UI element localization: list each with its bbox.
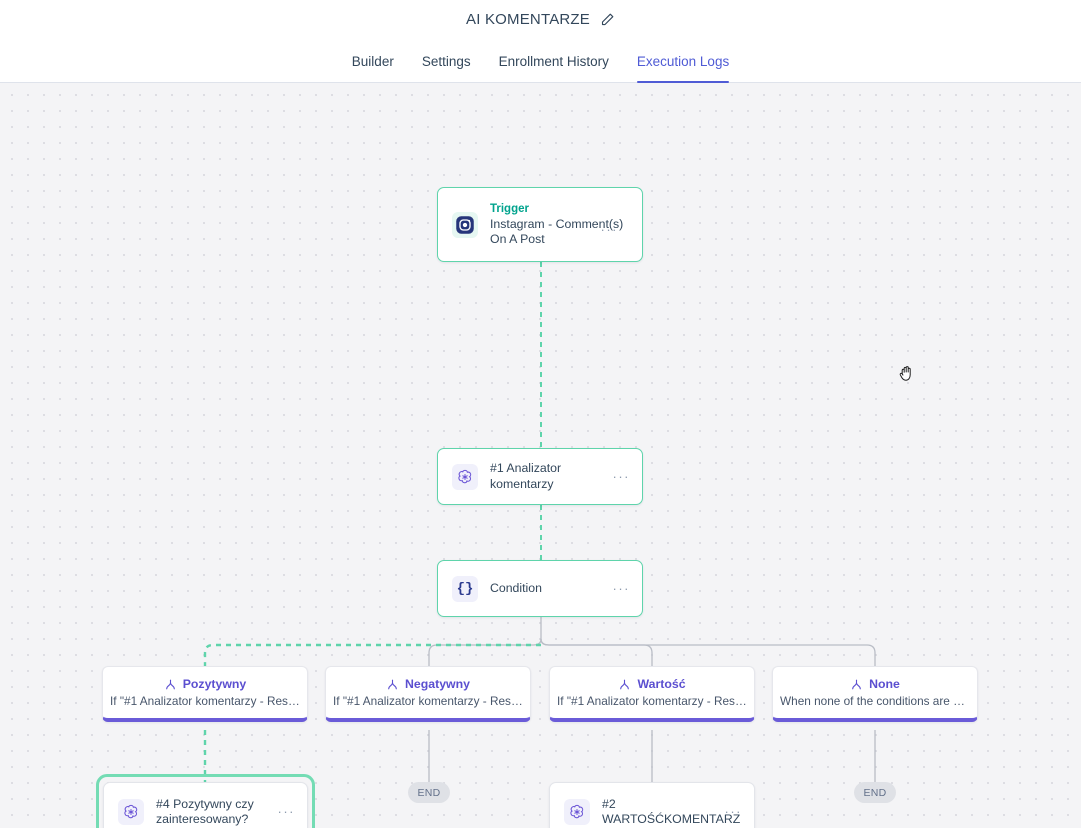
openai-icon	[452, 463, 478, 490]
branch-name: Pozytywny	[182, 677, 247, 691]
branch-head: Wartość	[618, 677, 686, 691]
grab-hand-cursor	[899, 364, 915, 382]
node-trigger-menu-icon[interactable]: ···	[600, 222, 618, 237]
tab-execution-logs[interactable]: Execution Logs	[623, 54, 743, 83]
branch-name: Wartość	[637, 677, 686, 691]
openai-icon	[564, 799, 590, 825]
node-analizator-komentarzy[interactable]: #1 Analizator komentarzy ···	[437, 448, 643, 505]
instagram-icon	[452, 211, 478, 238]
end-badge-none[interactable]: END	[854, 782, 896, 803]
branch-head: None	[850, 677, 900, 691]
node-trigger-text: Instagram - Comment(s) On A Post	[490, 216, 624, 247]
tab-enrollment-history[interactable]: Enrollment History	[498, 54, 609, 69]
branch-card-pozytywny[interactable]: Pozytywny If "#1 Analizator komentarzy -…	[102, 666, 308, 722]
app-header: AI KOMENTARZE	[0, 0, 1081, 38]
branch-card-negatywny[interactable]: Negatywny If "#1 Analizator komentarzy -…	[325, 666, 531, 722]
node-analizator-body: #1 Analizator komentarzy	[490, 461, 605, 492]
branch-head: Pozytywny	[164, 677, 247, 691]
node-trigger-kicker: Trigger	[490, 202, 529, 215]
branch-head: Negatywny	[386, 677, 470, 691]
branch-subtitle: If "#1 Analizator komentarzy - Respon…	[110, 694, 300, 708]
node-analizator-label: #1 Analizator komentarzy	[490, 461, 562, 491]
branch-subtitle: If "#1 Analizator komentarzy - Respon…	[333, 694, 523, 708]
branch-icon	[386, 678, 399, 691]
branch-icon	[618, 678, 631, 691]
title-wrap: AI KOMENTARZE	[466, 11, 615, 28]
end-badge-negatywny[interactable]: END	[408, 782, 450, 803]
node-condition-body: Condition	[490, 581, 605, 597]
openai-icon	[118, 799, 144, 825]
node-condition[interactable]: {} Condition ···	[437, 560, 643, 617]
workflow-canvas[interactable]: Trigger Instagram - Comment(s) On A Post…	[0, 83, 1081, 828]
branch-icon	[850, 678, 863, 691]
branch-icon	[164, 678, 177, 691]
branch-subtitle: If "#1 Analizator komentarzy - Respon…	[557, 694, 747, 708]
node-condition-label: Condition	[490, 580, 542, 595]
pencil-icon[interactable]	[600, 12, 615, 27]
tab-settings[interactable]: Settings	[421, 54, 471, 69]
branch-card-none[interactable]: None When none of the conditions are met	[772, 666, 978, 722]
node-trigger[interactable]: Trigger Instagram - Comment(s) On A Post…	[437, 187, 643, 262]
branch-card-wartosc[interactable]: Wartość If "#1 Analizator komentarzy - R…	[549, 666, 755, 722]
braces-icon: {}	[452, 575, 478, 602]
node-analizator-menu-icon[interactable]: ···	[612, 468, 630, 484]
tab-bar: Builder Settings Enrollment History Exec…	[0, 38, 1081, 83]
branch-name: None	[869, 677, 900, 691]
node-pozytywny-body: #4 Pozytywny czy zainteresowany?	[156, 797, 270, 828]
node-condition-menu-icon[interactable]: ···	[612, 580, 630, 596]
branch-subtitle: When none of the conditions are met	[780, 694, 970, 708]
node-pozytywny-menu-icon[interactable]: ···	[277, 804, 295, 819]
node-trigger-label: Instagram - Comment(s) On A Post	[490, 217, 634, 248]
branch-name: Negatywny	[405, 677, 470, 691]
tab-builder[interactable]: Builder	[351, 54, 394, 69]
node-wartosc-body: #2 WARTOŚĆKOMENTARZ	[602, 796, 741, 828]
node-pozytywny-czy-zainteresowany[interactable]: #4 Pozytywny czy zainteresowany? ···	[103, 782, 308, 828]
node-wartosc-label: #2 WARTOŚĆKOMENTARZ	[602, 796, 741, 827]
node-pozytywny-label: #4 Pozytywny czy zainteresowany?	[156, 796, 254, 827]
page-title: AI KOMENTARZE	[466, 10, 590, 28]
node-wartosc-menu-icon[interactable]: ···	[724, 804, 742, 819]
node-trigger-body: Trigger Instagram - Comment(s) On A Post	[490, 202, 634, 248]
node-wartosc-komentarz[interactable]: #2 WARTOŚĆKOMENTARZ ···	[549, 782, 755, 828]
